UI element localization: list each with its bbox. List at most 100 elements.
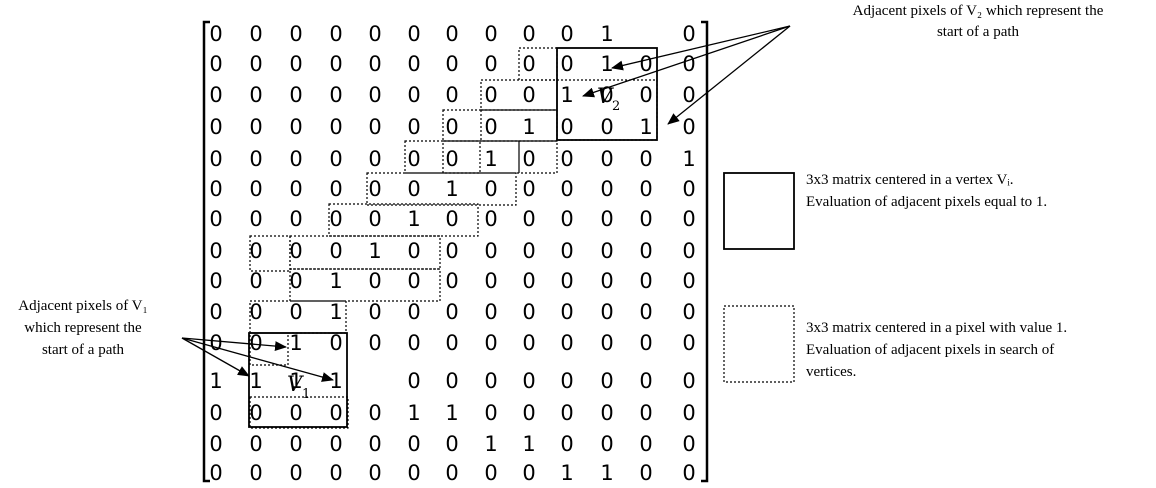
matrix-cell: 1 [289,331,302,355]
matrix-cell: 0 [209,147,222,171]
matrix-cell: 0 [249,331,262,355]
vertex-v1-label: V 1 [287,372,310,402]
matrix-cell: 0 [407,147,420,171]
legend-dotted-line-1: 3x3 matrix centered in a pixel with valu… [806,320,1067,336]
matrix-cell: 1 [445,177,458,201]
matrix-cell: 0 [639,83,652,107]
matrix-cell: 0 [289,461,302,485]
matrix-cell: 0 [522,207,535,231]
matrix-cell: 1 [560,461,573,485]
matrix-cell: 0 [407,239,420,263]
matrix-cell: 0 [368,52,381,76]
dotted-window [249,332,289,366]
matrix-cell: 0 [368,331,381,355]
matrix-cell: 0 [329,147,342,171]
right-bracket [701,20,709,483]
matrix-cell: 0 [407,300,420,324]
matrix-cell: 0 [289,83,302,107]
matrix-cell: 1 [249,369,262,393]
matrix-cell: 1 [522,115,535,139]
matrix-cell: 0 [639,331,652,355]
matrix-cell: 0 [600,207,613,231]
vertex-v1-letter: V [287,372,304,396]
matrix-cell: 0 [682,401,695,425]
matrix-cell: 0 [329,401,342,425]
matrix-cell: 0 [249,22,262,46]
matrix-cell: 0 [682,207,695,231]
vertex-v1-window [248,332,348,428]
matrix-cell: 0 [368,432,381,456]
matrix-cell: 0 [484,177,497,201]
matrix-cell: 0 [249,461,262,485]
matrix-cell: 0 [600,115,613,139]
matrix-cell: 0 [484,239,497,263]
matrix-cell: 0 [484,369,497,393]
matrix-cell: 0 [560,52,573,76]
matrix-cell: 0 [368,22,381,46]
legend-dotted-line-3: vertices. [806,364,856,380]
matrix-cell: 0 [445,52,458,76]
matrix-cell: 0 [600,269,613,293]
matrix-cell: 0 [249,83,262,107]
matrix-cell: 0 [289,269,302,293]
legend-solid-swatch [723,172,795,250]
dotted-window [366,172,517,206]
matrix-cell: 0 [522,147,535,171]
matrix-cell: 0 [249,115,262,139]
v1-arrow-top [181,337,287,352]
v1-annotation: Adjacent pixels of V₁ which represent th… [18,298,148,358]
matrix-cell: 0 [484,83,497,107]
matrix-cell: 0 [209,401,222,425]
matrix-cell: 0 [560,147,573,171]
matrix-cell: 0 [329,52,342,76]
matrix-cell: 0 [368,115,381,139]
v2-arrow-left [582,25,791,98]
matrix-cell: 0 [682,115,695,139]
matrix-cell: 0 [600,147,613,171]
matrix-cell: 0 [639,369,652,393]
matrix-cell: 0 [445,369,458,393]
matrix-cell: 0 [522,369,535,393]
matrix-cell: 0 [289,177,302,201]
matrix-cell: 0 [682,461,695,485]
dotted-window [442,109,558,142]
matrix-cell: 0 [289,115,302,139]
matrix-cell: 1 [484,432,497,456]
matrix-cell: 0 [249,177,262,201]
v1-annotation-line-3: start of a path [42,342,125,358]
matrix-cell: 1 [445,401,458,425]
matrix-cell: 0 [368,401,381,425]
matrix-cell: 0 [560,22,573,46]
matrix-cell: 1 [368,239,381,263]
matrix-cell: 0 [209,22,222,46]
matrix-cell: 0 [560,207,573,231]
matrix-cell: 0 [407,22,420,46]
matrix-cell: 1 [329,300,342,324]
matrix-cell: 0 [445,432,458,456]
matrix-cell: 0 [639,401,652,425]
matrix-cell: 0 [368,207,381,231]
matrix-cell: 0 [560,239,573,263]
legend-solid-line-1: 3x3 matrix centered in a vertex Vᵢ. [806,172,1014,188]
matrix-cell: 0 [445,269,458,293]
v1-annotation-line-1: Adjacent pixels of V₁ [18,298,148,314]
matrix-cell: 1 [407,401,420,425]
matrix-cell: 0 [289,432,302,456]
matrix-cell: 0 [682,83,695,107]
matrix-cell: 0 [329,432,342,456]
matrix-cell: 0 [522,239,535,263]
matrix-cell: 0 [249,401,262,425]
matrix-cell: 0 [484,269,497,293]
matrix-cell: 0 [407,115,420,139]
legend-solid-line-2: Evaluation of adjacent pixels equal to 1… [806,194,1047,210]
dotted-window [249,396,349,429]
vertex-v1-subscript: 1 [302,387,310,402]
dotted-window [442,140,520,174]
matrix-cell: 0 [368,177,381,201]
matrix-cell: 0 [484,331,497,355]
matrix-cell: 0 [249,300,262,324]
matrix-cell: 1 [289,369,302,393]
matrix-cell: 0 [560,369,573,393]
matrix-cell: 0 [522,401,535,425]
matrix-cell: 0 [329,331,342,355]
